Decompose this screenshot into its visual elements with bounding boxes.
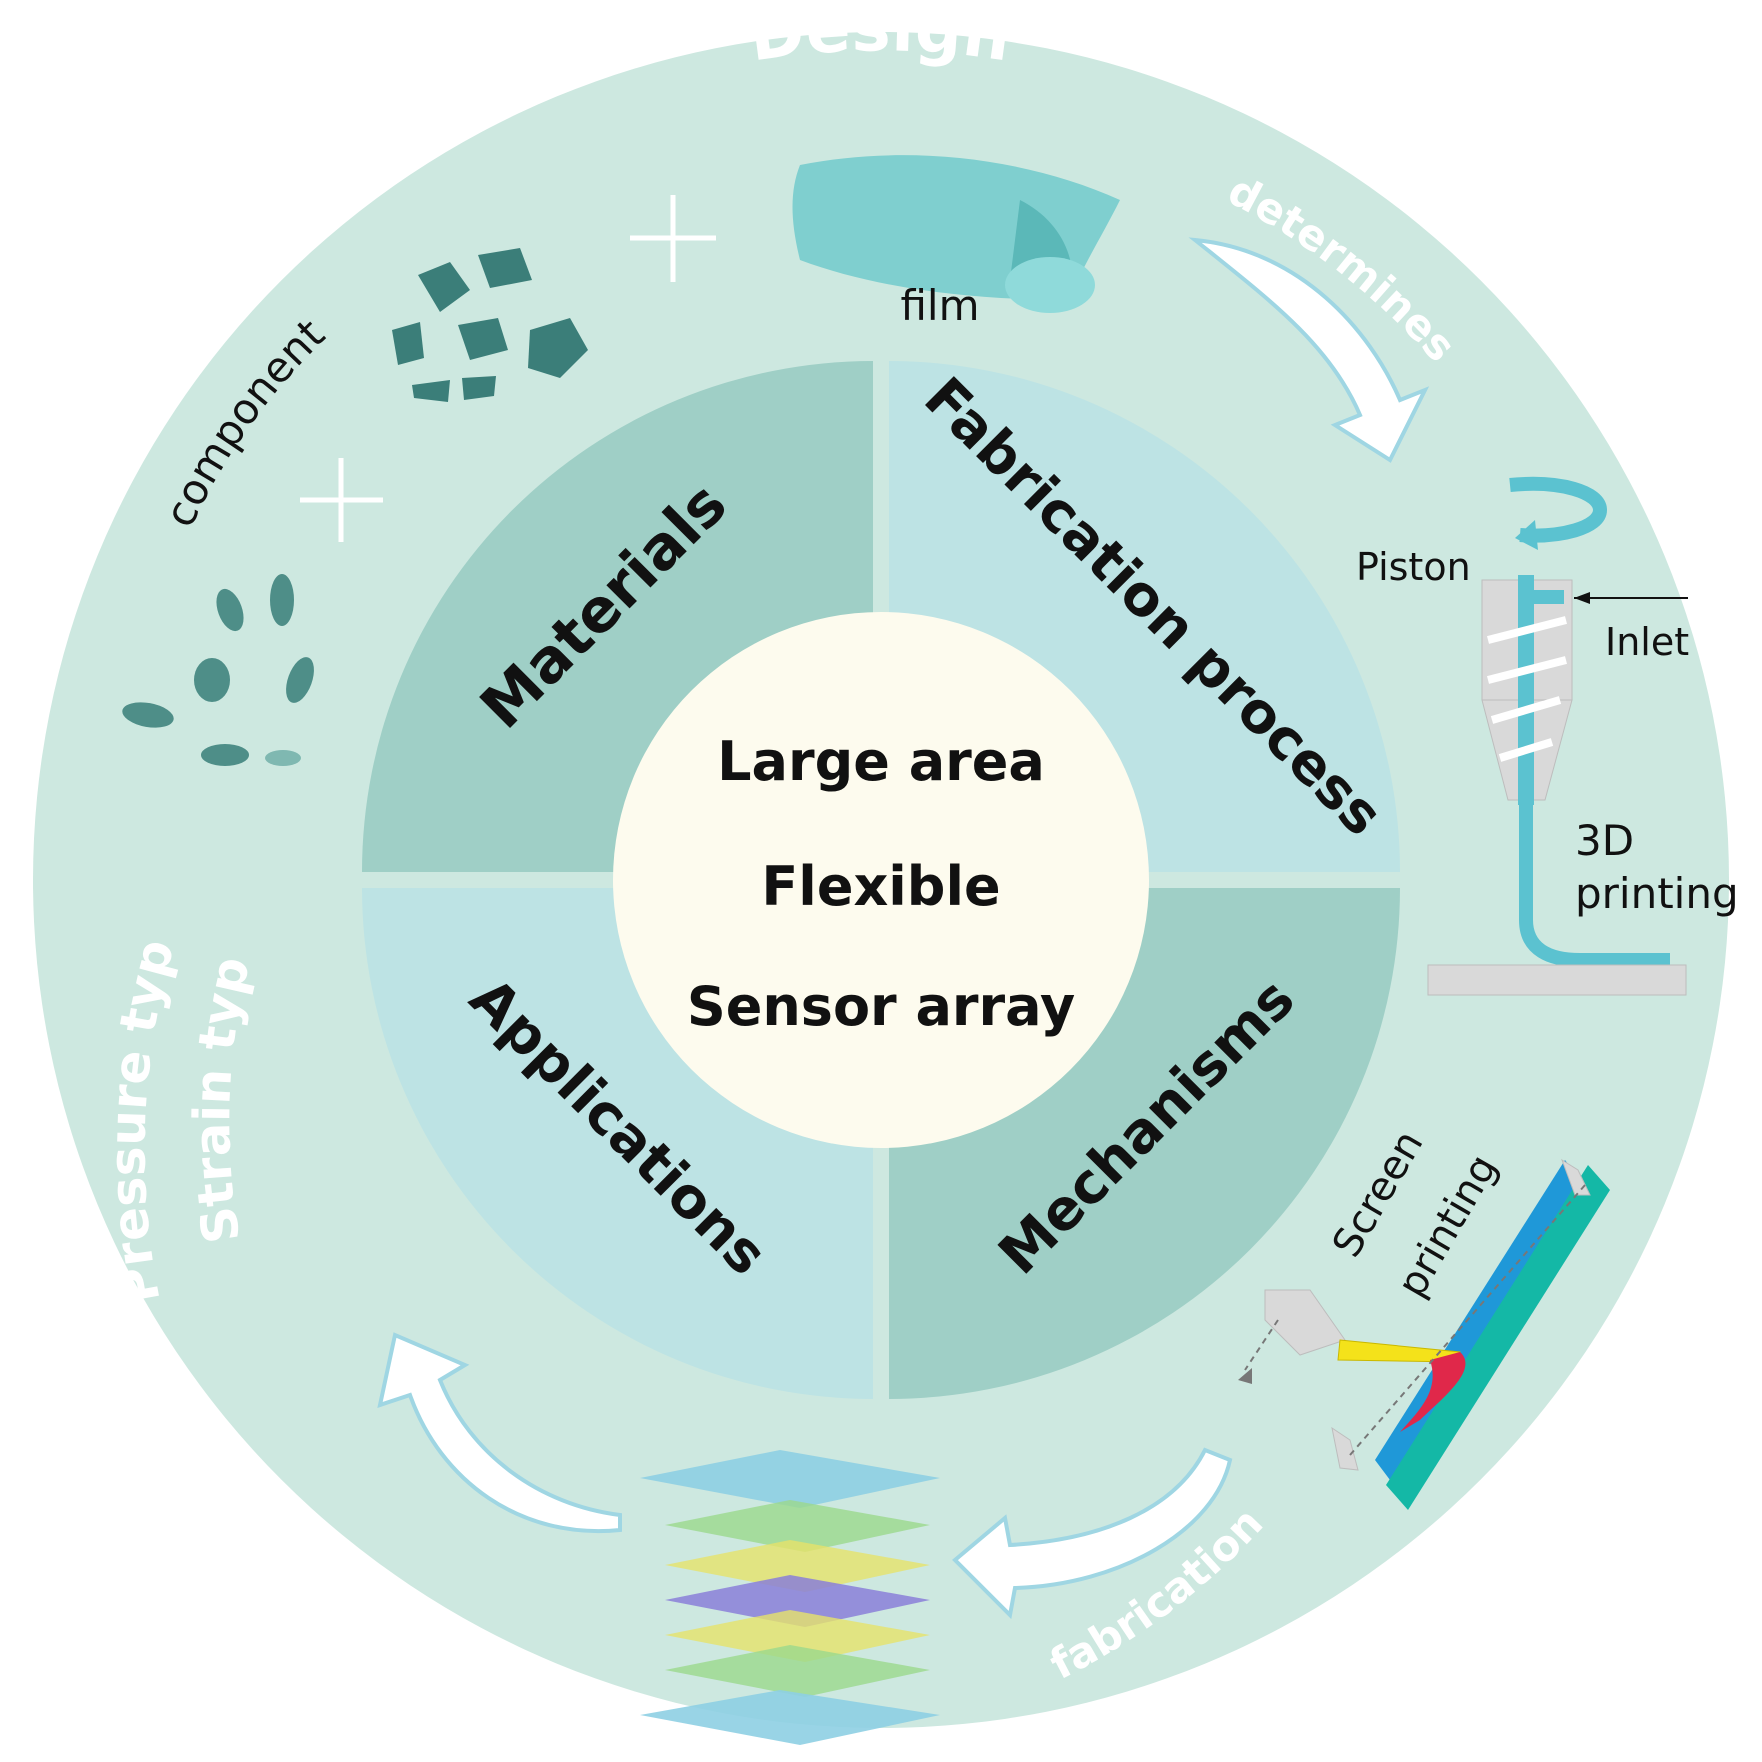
center-line-3: Sensor array — [687, 975, 1075, 1038]
design-title: Design — [745, 0, 1016, 76]
return-arrow — [377, 1332, 622, 1534]
layered-sensor-array — [640, 1450, 940, 1745]
screen-printing-illustration — [1238, 1158, 1610, 1510]
film-label: film — [900, 281, 979, 330]
plus-icon — [630, 195, 716, 282]
fabrication-arrow — [952, 1447, 1233, 1620]
3d-printing-label-1: 3D — [1575, 816, 1634, 865]
center-line-1: Large area — [717, 730, 1045, 793]
center-line-2: Flexible — [761, 855, 1000, 918]
inlet-label: Inlet — [1605, 620, 1689, 664]
polygon-particles — [392, 248, 588, 402]
center-circle — [613, 612, 1149, 1148]
3d-printer-nozzle — [1427, 476, 1688, 996]
ellipse-particles — [122, 574, 314, 766]
determines-arrow — [1188, 237, 1430, 463]
plus-icon — [300, 458, 383, 542]
3d-printing-label-2: printing — [1575, 869, 1739, 918]
film-illustration — [792, 155, 1120, 313]
piston-label: Piston — [1356, 545, 1471, 589]
